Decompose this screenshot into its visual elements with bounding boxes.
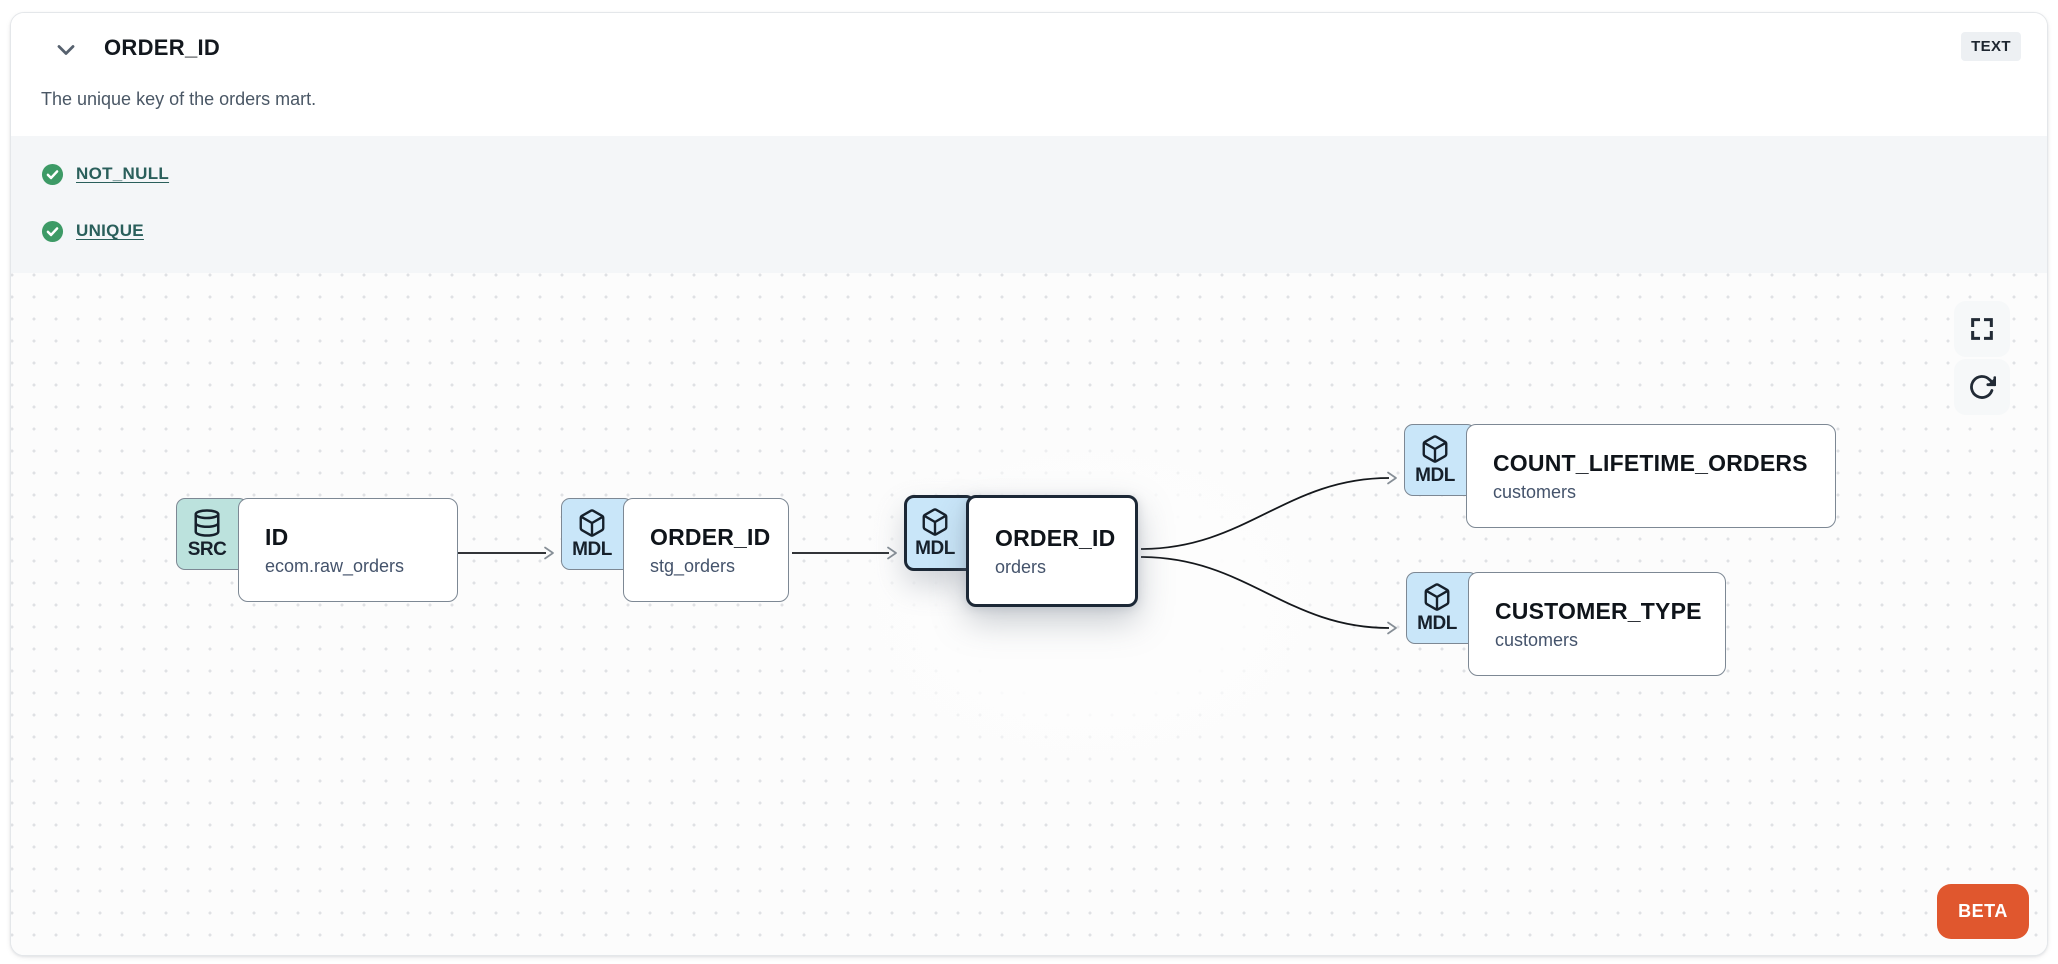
cube-icon (920, 507, 950, 537)
node-body: COUNT_LIFETIME_ORDERS customers (1466, 424, 1836, 528)
cube-icon (577, 508, 607, 538)
lineage-node-source-id[interactable]: SRC ID ecom.raw_orders (176, 498, 458, 602)
lineage-node-orders-selected[interactable]: MDL ORDER_ID orders (904, 495, 1138, 607)
check-circle-icon (41, 220, 64, 243)
column-description: The unique key of the orders mart. (41, 89, 317, 109)
refresh-icon (1968, 373, 1996, 401)
node-type-badge: MDL (561, 498, 633, 570)
column-details-panel: ORDER_ID TEXT The unique key of the orde… (10, 12, 2048, 956)
node-title: COUNT_LIFETIME_ORDERS (1493, 449, 1808, 476)
test-row: UNIQUE (41, 216, 2017, 246)
node-body: ID ecom.raw_orders (238, 498, 458, 602)
node-subtitle: ecom.raw_orders (265, 555, 405, 576)
collapse-button[interactable] (49, 33, 83, 67)
node-badge-label: MDL (1415, 464, 1455, 486)
node-title: ID (265, 523, 289, 550)
lineage-node-count-lifetime-orders[interactable]: MDL COUNT_LIFETIME_ORDERS customers (1404, 424, 1836, 528)
node-body: CUSTOMER_TYPE customers (1468, 572, 1726, 676)
fullscreen-button[interactable] (1954, 301, 2010, 357)
node-subtitle: customers (1495, 629, 1579, 650)
node-title: ORDER_ID (650, 523, 771, 550)
cube-icon (1420, 434, 1450, 464)
column-title: ORDER_ID (104, 35, 221, 60)
check-circle-icon (41, 163, 64, 186)
node-badge-label: SRC (187, 538, 227, 560)
beta-badge: BETA (1937, 884, 2029, 939)
database-icon (192, 508, 222, 538)
lineage-canvas[interactable]: SRC ID ecom.raw_orders MDL ORDER_ID stg_… (11, 273, 2047, 955)
lineage-node-customer-type[interactable]: MDL CUSTOMER_TYPE customers (1406, 572, 1726, 676)
node-subtitle: stg_orders (650, 555, 736, 576)
fullscreen-icon (1968, 315, 1996, 343)
node-title: ORDER_ID (995, 524, 1116, 551)
node-type-badge: MDL (1406, 572, 1478, 644)
refresh-button[interactable] (1954, 359, 2010, 415)
lineage-node-stg-orders[interactable]: MDL ORDER_ID stg_orders (561, 498, 789, 602)
node-type-badge: SRC (176, 498, 248, 570)
cube-icon (1422, 582, 1452, 612)
node-subtitle: customers (1493, 481, 1577, 502)
test-link-unique[interactable]: UNIQUE (76, 221, 144, 240)
node-title: CUSTOMER_TYPE (1495, 597, 1702, 624)
node-badge-label: MDL (915, 537, 955, 559)
node-badge-label: MDL (1417, 612, 1457, 634)
test-row: NOT_NULL (41, 159, 2017, 189)
node-type-badge: MDL (1404, 424, 1476, 496)
node-body: ORDER_ID stg_orders (623, 498, 789, 602)
column-type-badge: TEXT (1961, 32, 2021, 61)
tests-section: NOT_NULL UNIQUE (11, 136, 2047, 273)
node-subtitle: orders (995, 556, 1047, 577)
panel-header: ORDER_ID TEXT The unique key of the orde… (11, 13, 2047, 136)
chevron-down-icon (52, 36, 80, 64)
lineage-edges (458, 471, 1397, 635)
node-body: ORDER_ID orders (966, 495, 1138, 607)
test-link-not-null[interactable]: NOT_NULL (76, 164, 170, 183)
node-badge-label: MDL (572, 538, 612, 560)
